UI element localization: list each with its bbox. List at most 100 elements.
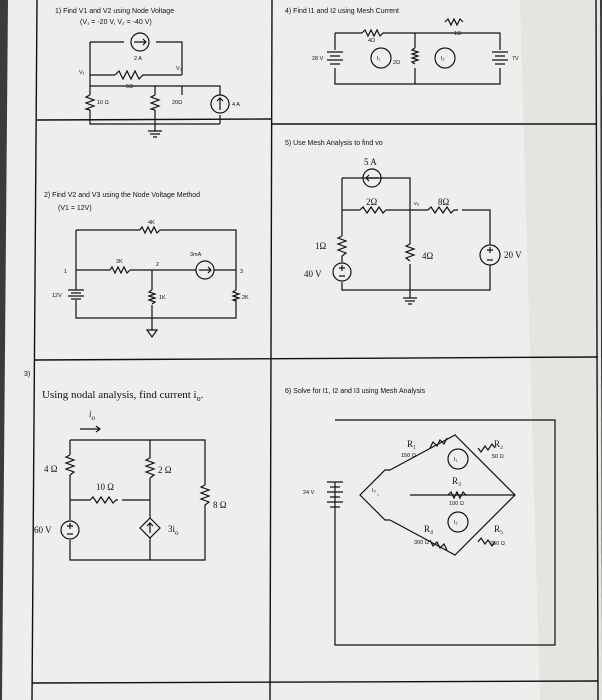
p5-label-4: 4Ω xyxy=(422,251,434,261)
p3-resistor-4 xyxy=(64,454,76,476)
p4-label-i2: I₂ xyxy=(441,56,445,62)
p3-resistor-2 xyxy=(144,457,156,479)
p3-number: 3) xyxy=(24,371,30,378)
p5-voltage-source-20v xyxy=(479,244,501,266)
p4-mesh-i1 xyxy=(370,47,392,69)
p3-label-2: 2 Ω xyxy=(158,465,172,475)
p6-resistor-r3 xyxy=(447,490,467,500)
p1-current-source-2a xyxy=(130,32,150,52)
p6-label-r1: R₁ xyxy=(407,439,416,449)
p6-label-r2: R₂ xyxy=(494,439,503,449)
p1-title: 1) Find V1 and V2 using Node Voltage xyxy=(55,8,174,15)
p2-current-source-3ma xyxy=(195,260,215,280)
p5-resistor-1 xyxy=(336,235,348,257)
p2-node-1: 1 xyxy=(64,269,67,275)
p2-label-12v: 12V xyxy=(52,293,62,299)
p6-mesh-i2 xyxy=(447,511,469,533)
p4-mesh-i2 xyxy=(434,47,456,69)
p2-label-3ma: 3mA xyxy=(190,252,202,258)
p5-voltage-source-40v xyxy=(332,262,352,282)
p2-resistor-1k xyxy=(147,289,157,305)
p4-title: 4) Find I1 and I2 using Mesh Current xyxy=(285,8,399,15)
problem-5: 5) Use Mesh Analysis to find vo 5 A 2Ω v… xyxy=(285,140,522,305)
p5-title: 5) Use Mesh Analysis to find vo xyxy=(285,140,383,147)
p5-label-20v: 20 V xyxy=(504,250,522,260)
p3-label-8: 8 Ω xyxy=(213,500,227,510)
p5-label-40v: 40 V xyxy=(304,269,322,279)
p4-label-7v: 7V xyxy=(512,56,519,62)
p3-dependent-source xyxy=(139,517,161,539)
p6-label-r3: R₃ xyxy=(452,476,461,486)
p2-node-2: 2 xyxy=(156,262,159,268)
p4-label-1: 1Ω xyxy=(454,31,461,37)
p4-label-4: 4Ω xyxy=(368,38,375,44)
problem-6: 6) Solve for I1, I2 and I3 using Mesh An… xyxy=(285,388,556,646)
p1-label-10: 10 Ω xyxy=(97,100,109,106)
p2-label-4k: 4K xyxy=(148,220,155,226)
p2-resistor-2k xyxy=(109,265,131,275)
p2-battery-12v xyxy=(68,289,84,300)
problem-2: 2) Find V2 and V3 using the Node Voltage… xyxy=(44,192,249,339)
p2-resistor-2k-b xyxy=(231,289,241,302)
paper-shade xyxy=(520,0,602,700)
p3-resistor-10 xyxy=(89,495,118,505)
problem-3: 3) Using nodal analysis, find current io… xyxy=(24,371,227,561)
p1-resistor-10 xyxy=(83,94,96,111)
p2-title: 2) Find V2 and V3 using the Node Voltage… xyxy=(44,192,200,199)
p1-label-2a: 2 A xyxy=(134,56,142,62)
p3-label-4: 4 Ω xyxy=(44,464,58,474)
p4-battery-28v xyxy=(327,51,343,65)
p3-label-io: io xyxy=(89,409,96,422)
p2-node-3: 3 xyxy=(240,269,243,275)
p6-title: 6) Solve for I1, I2 and I3 using Mesh An… xyxy=(285,388,426,395)
p6-value-r4: 300 Ω xyxy=(414,540,429,546)
p6-value-r3: 100 Ω xyxy=(449,501,464,507)
p6-resistor-r1 xyxy=(429,437,448,449)
p5-label-5a: 5 A xyxy=(364,157,377,167)
p6-label-24v: 24 V xyxy=(303,490,315,496)
p5-label-1: 1Ω xyxy=(315,241,327,251)
p6-label-r4: R₄ xyxy=(424,524,433,534)
p5-label-2: 2Ω xyxy=(366,197,378,207)
p1-node-v1: V₁ xyxy=(79,70,85,76)
p5-label-8: 8Ω xyxy=(438,197,450,207)
worksheet-grid xyxy=(31,0,599,700)
p4-resistor-4 xyxy=(361,28,388,38)
p1-resistor-5 xyxy=(114,69,152,81)
p3-resistor-8 xyxy=(199,484,211,508)
p6-label-i2: I₂ xyxy=(454,520,458,526)
p2-label-2k-a: 2K xyxy=(116,259,123,265)
p2-resistor-4k xyxy=(139,225,161,235)
p5-resistor-4 xyxy=(404,243,416,262)
p6-value-r1: 150 Ω xyxy=(401,453,416,459)
p4-battery-7v xyxy=(492,51,508,65)
p5-resistor-8 xyxy=(427,205,458,215)
p6-resistor-r5 xyxy=(477,536,496,548)
p2-label-2k-b: 2K xyxy=(242,295,249,301)
p6-resistor-r2 xyxy=(477,442,496,454)
p6-label-i3: I₃ xyxy=(372,488,376,494)
p5-resistor-2 xyxy=(359,205,396,215)
p2-label-1k: 1K xyxy=(159,295,166,301)
p4-label-i1: I₁ xyxy=(377,56,381,62)
p6-label-r5: R₅ xyxy=(494,524,503,534)
p6-resistor-r4 xyxy=(429,539,448,551)
p4-resistor-2 xyxy=(410,47,420,65)
p3-voltage-source-60v xyxy=(60,520,80,540)
p4-label-2: 2Ω xyxy=(393,60,400,66)
p5-current-source-5a xyxy=(362,168,382,188)
p3-title: Using nodal analysis, find current io. xyxy=(42,389,204,403)
p2-given: (V1 = 12V) xyxy=(58,205,92,212)
p3-label-10: 10 Ω xyxy=(96,482,114,492)
p4-label-28v: 28 V xyxy=(312,56,324,62)
problem-1: 1) Find V1 and V2 using Node Voltage (V₁… xyxy=(55,8,240,138)
p1-label-5: 5Ω xyxy=(126,84,133,90)
p1-label-4a: 4 A xyxy=(232,102,240,108)
p3-label-dep: 3io xyxy=(168,524,179,537)
p1-given: (V₁ = -20 V, V₂ = -40 V) xyxy=(80,19,152,26)
p6-battery-24v xyxy=(327,481,343,508)
p4-resistor-1 xyxy=(444,17,464,27)
problem-4: 4) Find I1 and I2 using Mesh Current 4Ω … xyxy=(285,8,519,85)
p5-label-vo: vₒ xyxy=(414,201,419,207)
